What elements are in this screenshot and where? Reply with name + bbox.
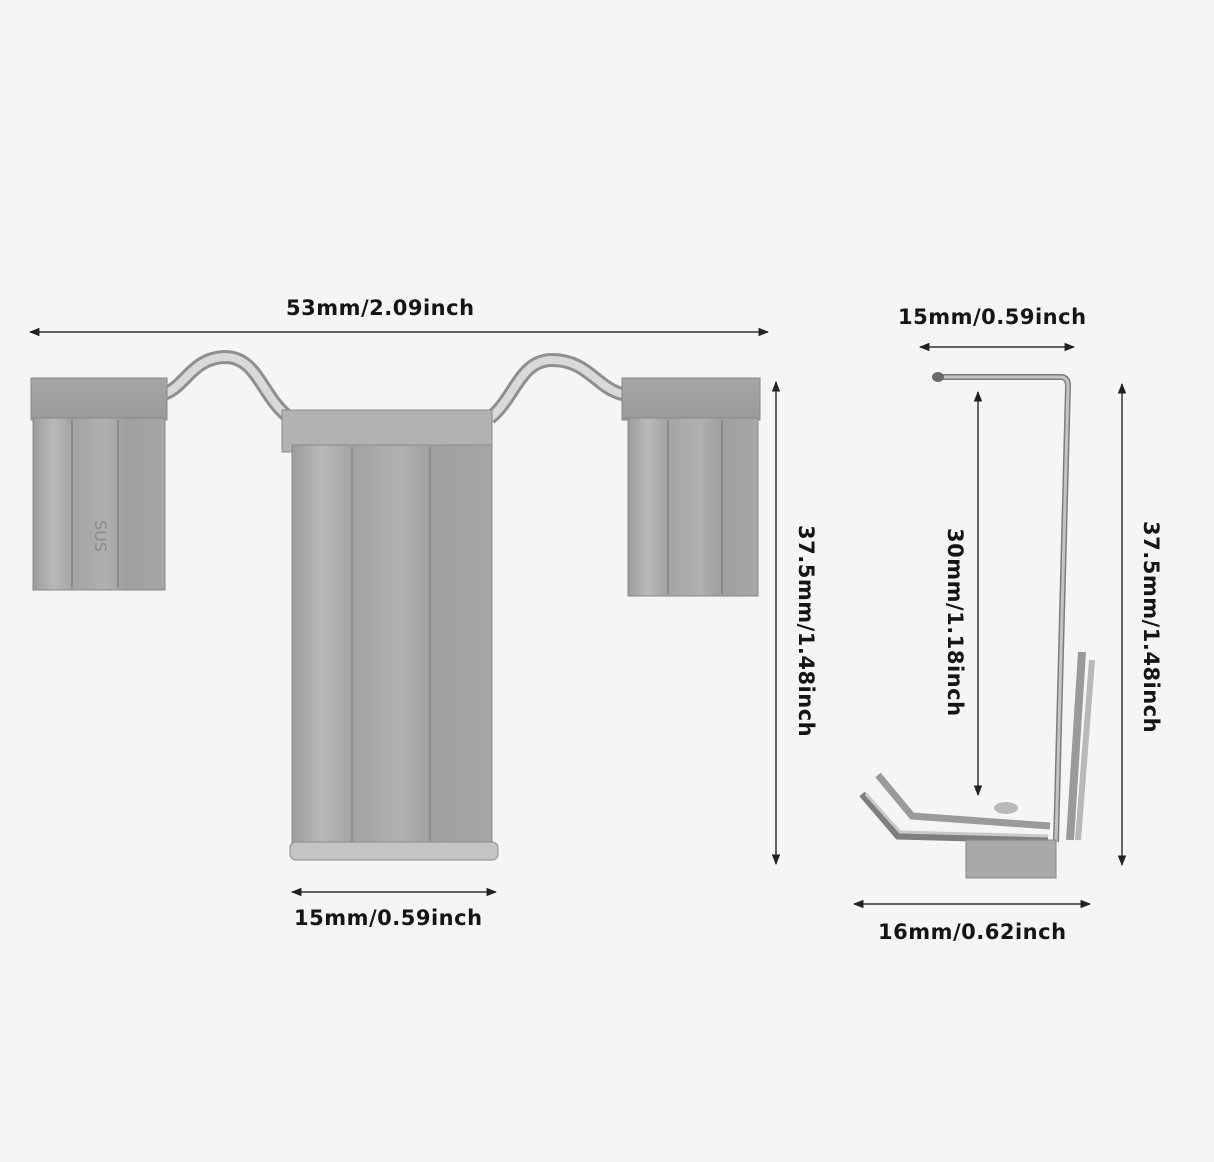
front-width-label: 53mm/2.09inch [286,296,475,320]
side-view-clip [859,372,1095,879]
side-top-width-label: 15mm/0.59inch [898,305,1087,329]
front-view-clip: SUS [30,349,761,861]
side-inner-height-label: 30mm/1.18inch [943,528,967,717]
side-height-label: 37.5mm/1.48inch [1139,521,1163,734]
front-height-label: 37.5mm/1.48inch [794,525,818,738]
front-bottom-width-label: 15mm/0.59inch [294,906,483,930]
side-bottom-width-label: 16mm/0.62inch [878,920,1067,944]
svg-text:SUS: SUS [91,520,110,552]
